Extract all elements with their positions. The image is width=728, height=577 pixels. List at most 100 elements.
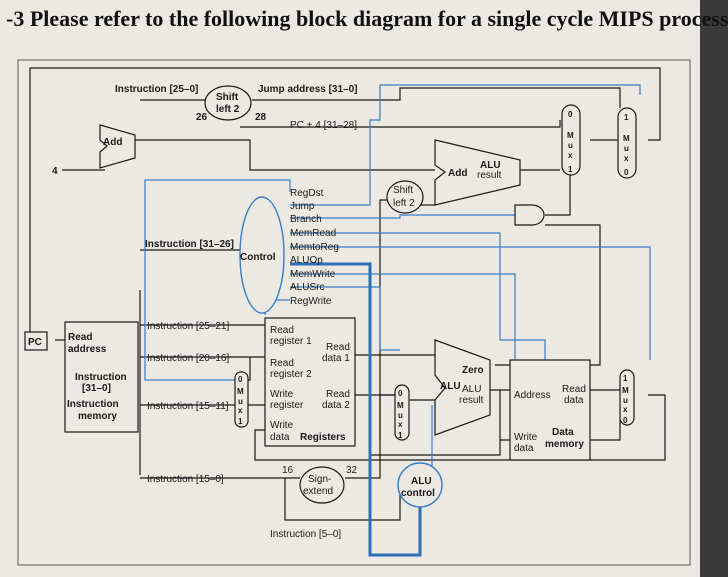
branch-mux-u: u: [568, 141, 573, 150]
jump-mux-x: x: [624, 154, 629, 163]
alu-alu-label: ALU: [462, 384, 481, 395]
rf-data1: data 1: [322, 353, 350, 364]
instruction-31-26-label: Instruction [31–26]: [145, 239, 234, 250]
data-memory: Address Read data Write data Data memory: [509, 359, 591, 461]
paper-background: [0, 0, 700, 577]
memtoreg-mux: 1 M u x 0: [619, 369, 635, 426]
dm-write-label: Write: [514, 432, 538, 443]
rf-register2: register 2: [270, 369, 312, 380]
signal-alusrc: ALUSrc: [290, 282, 324, 293]
jump-mux-0: 0: [624, 168, 629, 177]
left2-label: left 2: [216, 104, 240, 115]
shift-label: Shift: [216, 92, 239, 103]
rf-register1: register 1: [270, 336, 312, 347]
regdst-mux: 0 M u x 1: [234, 371, 249, 428]
jump-mux-1: 1: [624, 113, 629, 122]
dm-read-label: Read: [562, 384, 586, 395]
mips-datapath-diagram: Shift left 2 Instruction [25–0] 26 28 Ju…: [17, 59, 691, 566]
branch-result-label: result: [477, 170, 502, 181]
sign-label: Sign-: [308, 474, 331, 485]
control-signal-list: RegDst Jump Branch MemRead MemtoReg ALUO…: [290, 188, 339, 307]
instruction-20-16-label: Instruction [20–16]: [147, 353, 229, 364]
alu-result-label: result: [459, 395, 484, 406]
instruction-15-11-label: Instruction [15–11]: [147, 401, 229, 412]
rf-data2: data 2: [322, 400, 350, 411]
alu-control-control-label: control: [401, 488, 435, 499]
aluop-wire: [290, 262, 422, 557]
left2b-label: left 2: [393, 198, 415, 209]
jump-mux-u: u: [624, 144, 629, 153]
memtoreg-mux-m: M: [622, 386, 629, 395]
alusrc-mux-u: u: [398, 411, 403, 420]
control-unit: Control: [239, 196, 285, 314]
pc-adder: Add: [99, 124, 136, 169]
regdst-mux-1: 1: [238, 417, 243, 426]
im-memory-label: memory: [78, 411, 117, 422]
branch-mux-x: x: [568, 151, 573, 160]
rf-write-data: Write: [270, 420, 294, 431]
width-26-label: 26: [196, 112, 208, 123]
regdst-mux-m: M: [237, 387, 244, 396]
rf-register-w: register: [270, 400, 304, 411]
memtoreg-mux-0: 0: [623, 416, 628, 425]
dm-address-label: Address: [514, 390, 551, 401]
diagram-frame: [17, 59, 691, 566]
signal-memtoreg: MemtoReg: [290, 242, 339, 253]
rf-write-reg: Write: [270, 389, 294, 400]
alusrc-mux: 0 M u x 1: [394, 384, 410, 441]
control-wires: [144, 84, 651, 381]
shift-left-2-top: Shift left 2: [204, 85, 252, 121]
instruction-25-21-label: Instruction [25–21]: [147, 321, 229, 332]
regdst-mux-x: x: [238, 406, 243, 415]
rf-data: data: [270, 432, 290, 443]
alu-control-alu-label: ALU: [411, 476, 432, 487]
dm-data-label: data: [564, 395, 584, 406]
regdst-mux-u: u: [238, 397, 243, 406]
alu-zero-label: Zero: [462, 365, 484, 376]
dm-write-data-label: data: [514, 443, 534, 454]
im-instruction-label: Instruction: [75, 372, 127, 383]
rf-read-reg2: Read: [270, 358, 294, 369]
signal-branch: Branch: [290, 214, 322, 225]
instruction-25-0-label: Instruction [25–0]: [115, 84, 198, 95]
width-16-label: 16: [282, 465, 294, 476]
signal-memread: MemRead: [290, 228, 336, 239]
question-heading: -3 Please refer to the following block d…: [6, 6, 728, 31]
constant-4-label: 4: [52, 166, 58, 177]
instruction-15-0-label: Instruction [15–0]: [147, 474, 224, 485]
alusrc-mux-m: M: [397, 401, 404, 410]
dm-data-title: Data: [552, 427, 574, 438]
rf-read-data1: Read: [326, 342, 350, 353]
alusrc-mux-1: 1: [398, 431, 403, 440]
shift-left-2-middle: Shift left 2: [386, 180, 424, 214]
signal-aluop: ALUOp: [290, 255, 323, 266]
alusrc-mux-0: 0: [398, 389, 403, 398]
memtoreg-mux-1: 1: [623, 374, 628, 383]
alu-label: ALU: [440, 381, 461, 392]
width-32-label: 32: [346, 465, 358, 476]
memtoreg-mux-x: x: [623, 405, 628, 414]
branch-mux: 0 M u x 1: [561, 104, 581, 176]
control-label: Control: [240, 252, 276, 263]
branch-and-gate: [514, 204, 545, 226]
width-28-label: 28: [255, 112, 267, 123]
sign-extend: Sign- extend: [299, 466, 345, 504]
im-bits-label: [31–0]: [82, 383, 111, 394]
branch-add-label: Add: [448, 168, 467, 179]
branch-alu-label: ALU: [480, 160, 501, 171]
im-instruction2-label: Instruction: [67, 399, 119, 410]
im-address-label: address: [68, 344, 107, 355]
instruction-memory: Read address Instruction [31–0] Instruct…: [64, 321, 139, 433]
regdst-mux-0: 0: [238, 375, 243, 384]
branch-mux-1: 1: [568, 165, 573, 174]
jump-address-label: Jump address [31–0]: [258, 84, 358, 95]
program-counter: PC: [24, 331, 48, 351]
branch-mux-m: M: [567, 131, 574, 140]
alu-control: ALU control: [397, 462, 443, 508]
dm-memory-title: memory: [545, 439, 584, 450]
main-alu: Zero ALU ALU result: [434, 339, 491, 436]
register-file: Read register 1 Read data 1 Read registe…: [264, 317, 356, 447]
signal-memwrite: MemWrite: [290, 269, 336, 280]
jump-mux: 1 M u x 0: [617, 107, 637, 179]
extend-label: extend: [303, 486, 333, 497]
